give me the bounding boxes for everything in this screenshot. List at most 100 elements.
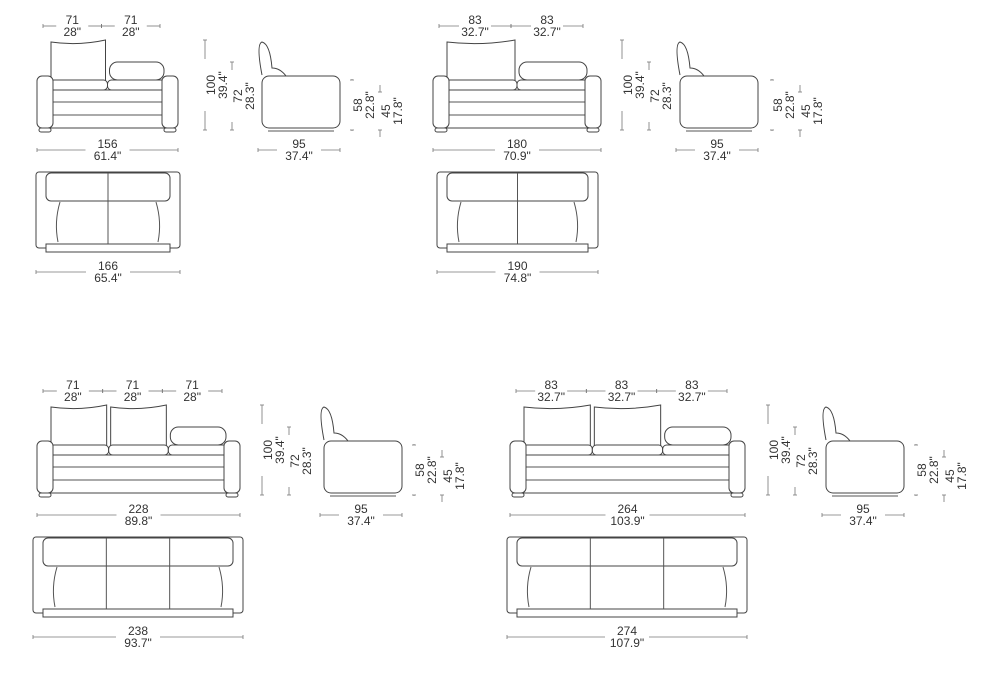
seat-height-dim-in: 17.8" xyxy=(811,97,825,125)
seat-width-dim-in: 28" xyxy=(122,25,140,39)
sofa-base xyxy=(48,89,167,129)
backrest xyxy=(50,39,106,82)
height-dim-in: 39.4" xyxy=(779,436,793,464)
top-view xyxy=(35,171,181,253)
top-back-cushion xyxy=(42,537,234,567)
height-dim-in: 39.4" xyxy=(216,71,230,99)
top-arm-left xyxy=(52,566,58,608)
arm-height-dim-cm: 72 xyxy=(231,89,245,103)
leg xyxy=(225,492,239,498)
seat-width-dim-in: 32.7" xyxy=(461,25,489,39)
seat-cushion xyxy=(662,444,734,456)
front-view xyxy=(509,404,746,498)
leg xyxy=(163,127,177,133)
backrest xyxy=(593,404,662,447)
leg xyxy=(434,127,448,133)
top-width-dim-in: 107.9" xyxy=(610,636,644,650)
side-body xyxy=(679,75,759,129)
armrest xyxy=(36,75,54,129)
seat-height-dim-in: 17.8" xyxy=(453,462,467,490)
armrest xyxy=(584,75,602,129)
back-height-dim-cm: 58 xyxy=(915,463,929,477)
seat-cushion xyxy=(591,444,664,456)
backrest xyxy=(523,404,591,447)
side-backrest xyxy=(320,406,349,442)
overall-width-dim-in: 61.4" xyxy=(94,149,122,163)
side-view xyxy=(822,406,905,497)
side-depth-dim-cm: 95 xyxy=(354,502,368,516)
height-dim-in: 39.4" xyxy=(633,71,647,99)
top-width-dim-cm: 190 xyxy=(507,259,527,273)
seat-width-dim-in: 32.7" xyxy=(678,390,706,404)
module-three-seat-83: 8332.7"8332.7"8332.7"264103.9"10039.4"72… xyxy=(506,378,969,650)
seat-height-dim-in: 17.8" xyxy=(391,97,405,125)
top-plinth xyxy=(42,608,234,618)
front-view xyxy=(36,39,179,133)
height-dim-in: 39.4" xyxy=(273,436,287,464)
seat-cushion xyxy=(48,79,108,91)
arm-height-dim-cm: 72 xyxy=(794,454,808,468)
seat-width-dim-cm: 83 xyxy=(615,378,629,392)
leg xyxy=(586,127,600,133)
side-body xyxy=(825,440,905,494)
arm-height-dim-cm: 72 xyxy=(288,454,302,468)
side-depth-dim-in: 37.4" xyxy=(285,149,313,163)
sofa-base xyxy=(48,454,229,494)
module-two-seat-71: 7128"7128"15661.4"10039.4"7228.3"9537.4"… xyxy=(35,13,405,285)
arm-height-dim-in: 28.3" xyxy=(660,82,674,110)
seat-cushion xyxy=(108,444,169,456)
seat-cushion xyxy=(444,79,518,91)
side-depth-dim-in: 37.4" xyxy=(849,514,877,528)
seat-height-dim-cm: 45 xyxy=(379,104,393,118)
seat-width-dim-cm: 83 xyxy=(540,13,554,27)
top-width-dim-cm: 166 xyxy=(98,259,118,273)
height-dim-cm: 100 xyxy=(204,75,218,95)
module-three-seat-71: 7128"7128"7128"22889.8"10039.4"7228.3"95… xyxy=(32,378,467,650)
seat-width-dim-in: 28" xyxy=(124,390,142,404)
top-width-dim-in: 74.8" xyxy=(504,271,532,285)
sofa-base xyxy=(444,89,590,129)
seat-cushion xyxy=(516,79,590,91)
headrest-lowered xyxy=(518,61,588,81)
headrest-lowered xyxy=(664,426,732,446)
overall-width-dim-in: 89.8" xyxy=(125,514,153,528)
arm-height-dim-in: 28.3" xyxy=(300,447,314,475)
seat-width-dim-cm: 83 xyxy=(685,378,699,392)
arm-height-dim-in: 28.3" xyxy=(243,82,257,110)
seat-width-dim-cm: 71 xyxy=(185,378,199,392)
top-plinth xyxy=(516,608,738,618)
side-body xyxy=(323,440,403,494)
front-view xyxy=(36,404,241,498)
seat-width-dim-cm: 83 xyxy=(468,13,482,27)
sofa-base xyxy=(521,454,734,494)
back-height-dim-cm: 58 xyxy=(771,98,785,112)
seat-width-dim-in: 28" xyxy=(64,390,82,404)
back-height-dim-in: 22.8" xyxy=(783,91,797,119)
top-view xyxy=(32,536,244,618)
seat-cushion xyxy=(107,79,167,91)
seat-width-dim-in: 28" xyxy=(183,390,201,404)
seat-cushion xyxy=(48,444,110,456)
armrest xyxy=(36,440,54,494)
side-view xyxy=(320,406,403,497)
top-arm-left xyxy=(55,201,61,243)
leg xyxy=(511,492,525,498)
back-height-dim-in: 22.8" xyxy=(927,456,941,484)
back-height-dim-in: 22.8" xyxy=(363,91,377,119)
overall-width-dim-cm: 180 xyxy=(507,137,527,151)
side-depth-dim-in: 37.4" xyxy=(347,514,375,528)
seat-height-dim-cm: 45 xyxy=(441,469,455,483)
overall-width-dim-in: 70.9" xyxy=(503,149,531,163)
seat-height-dim-cm: 45 xyxy=(799,104,813,118)
top-arm-right xyxy=(573,201,579,243)
height-dim-cm: 100 xyxy=(621,75,635,95)
side-depth-dim-cm: 95 xyxy=(856,502,870,516)
backrest xyxy=(50,404,108,447)
top-arm-right xyxy=(722,566,728,608)
armrest xyxy=(432,75,450,129)
top-width-dim-in: 65.4" xyxy=(94,271,122,285)
side-backrest xyxy=(258,41,287,77)
module-two-seat-83: 8332.7"8332.7"18070.9"10039.4"7228.3"953… xyxy=(432,13,825,285)
arm-height-dim-cm: 72 xyxy=(648,89,662,103)
seat-width-dim-cm: 71 xyxy=(126,378,140,392)
